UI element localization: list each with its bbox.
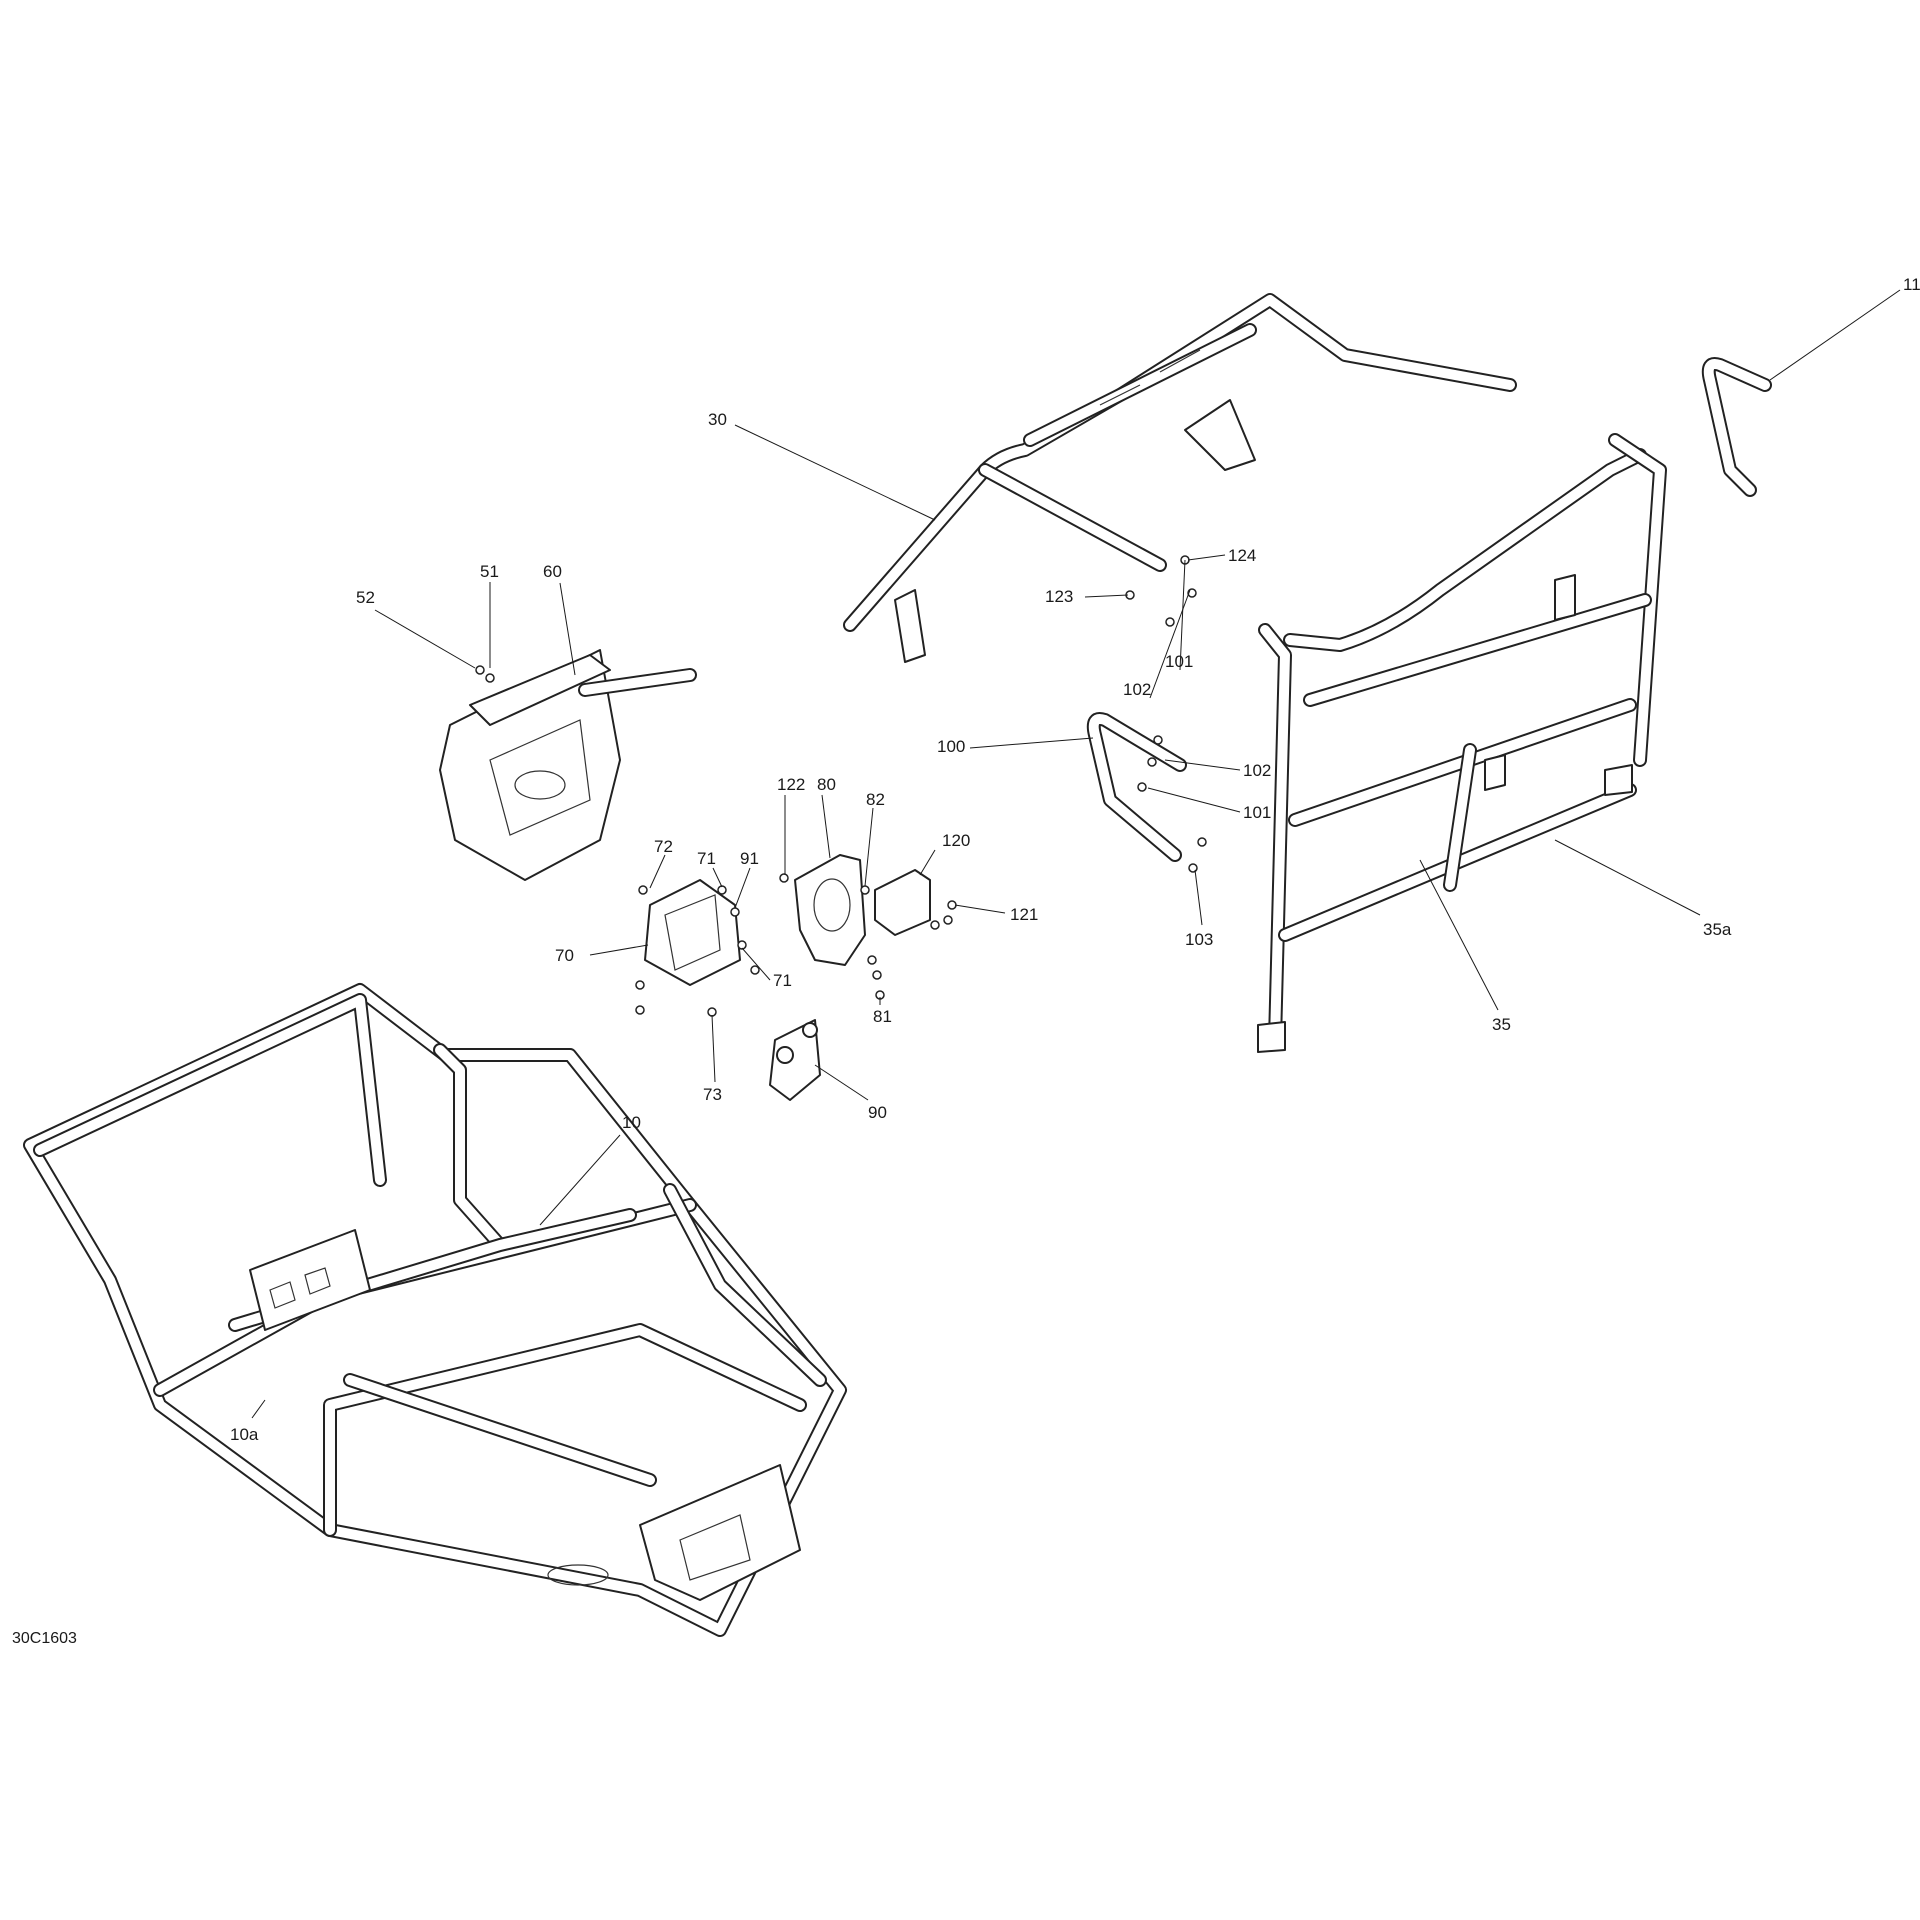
callout-124: 124 — [1228, 546, 1256, 565]
mount-plate-part-80 — [794, 854, 866, 966]
bracket-part-120 — [874, 869, 931, 936]
callout-123: 123 — [1045, 587, 1073, 606]
main-frame-part-10 — [23, 983, 847, 1637]
callout-82: 82 — [866, 790, 885, 809]
callout-30: 30 — [708, 410, 727, 429]
callout-72: 72 — [654, 837, 673, 856]
callout-60: 60 — [543, 562, 562, 581]
callout-101-bottom: 101 — [1243, 803, 1271, 822]
callout-91: 91 — [740, 849, 759, 868]
callout-71-top: 71 — [697, 849, 716, 868]
callout-90: 90 — [868, 1103, 887, 1122]
callout-70: 70 — [555, 946, 574, 965]
callout-120: 120 — [942, 831, 970, 850]
callout-121: 121 — [1010, 905, 1038, 924]
callout-10a: 10a — [230, 1425, 259, 1444]
bracket-part-70 — [644, 879, 741, 986]
callout-103: 103 — [1185, 930, 1213, 949]
bar-part-110 — [1701, 357, 1772, 497]
callout-71-bottom: 71 — [773, 971, 792, 990]
callout-35: 35 — [1492, 1015, 1511, 1034]
callout-81: 81 — [873, 1007, 892, 1026]
callout-35a: 35a — [1703, 920, 1732, 939]
bracket-part-60 — [439, 649, 697, 881]
callout-122: 122 — [777, 775, 805, 794]
roof-cage-part-30 — [843, 293, 1517, 663]
callout-110: 110 — [1903, 275, 1920, 294]
fasteners — [475, 555, 1207, 1017]
hinge-bracket-part-90 — [769, 1019, 821, 1101]
callout-102-bottom: 102 — [1243, 761, 1271, 780]
callout-73: 73 — [703, 1085, 722, 1104]
callout-102-top: 102 — [1123, 680, 1151, 699]
callout-101-top: 101 — [1165, 652, 1193, 671]
callout-80: 80 — [817, 775, 836, 794]
rear-cage-part-35 — [1257, 433, 1667, 1053]
callout-100: 100 — [937, 737, 965, 756]
callout-51: 51 — [480, 562, 499, 581]
diagram-id: 30C1603 — [12, 1630, 77, 1647]
leader-lines — [251, 289, 1901, 1419]
callout-10: 10 — [622, 1113, 641, 1132]
callout-labels: 110 30 124 123 51 60 52 101 102 100 102 … — [230, 275, 1920, 1444]
side-bar-part-100 — [1086, 712, 1187, 862]
callout-52: 52 — [356, 588, 375, 607]
